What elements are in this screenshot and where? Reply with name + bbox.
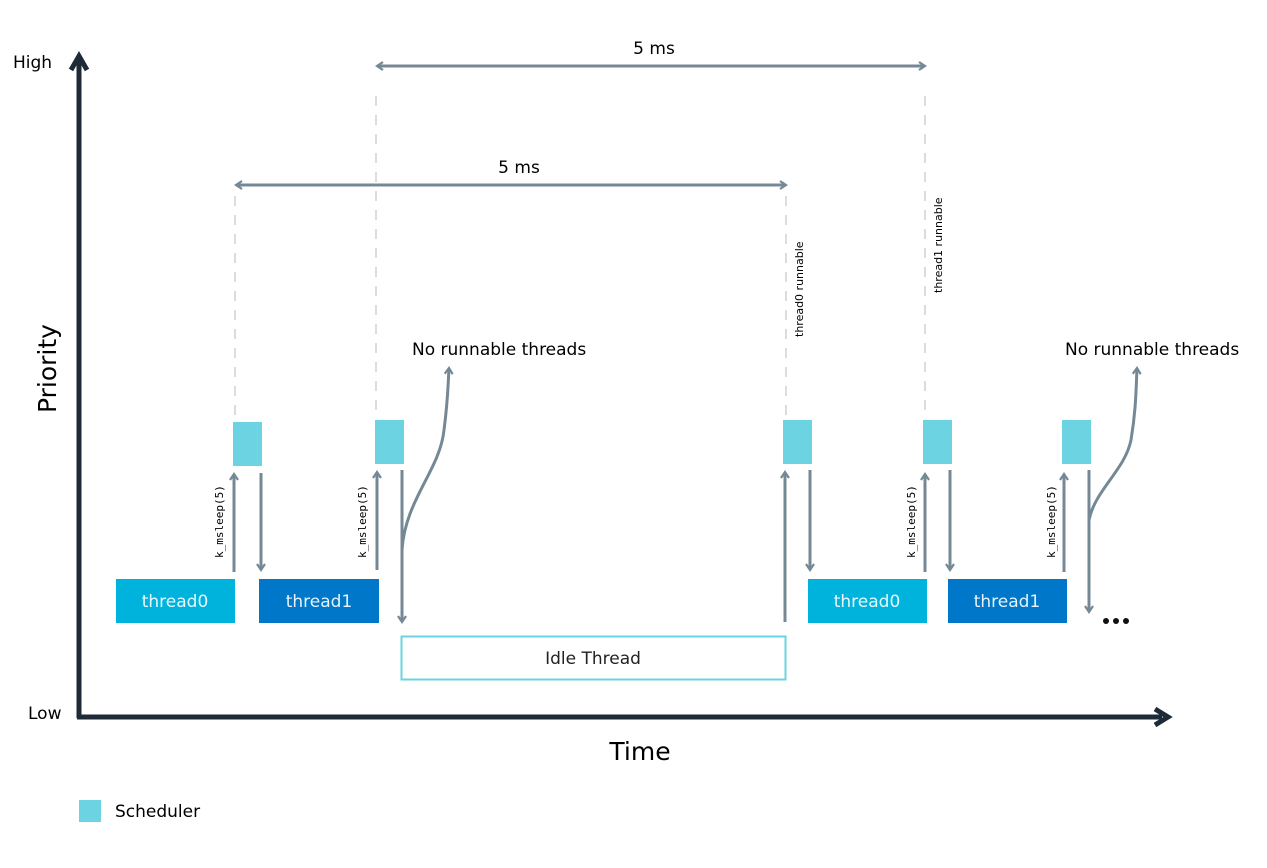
y-low-label: Low	[28, 704, 62, 724]
span-label-top: 5 ms	[633, 39, 675, 59]
ksleep-label: k_msleep(5)	[213, 485, 226, 558]
thread1-runnable-label: thread1 runnable	[932, 197, 945, 293]
thread0-label: thread0	[142, 592, 209, 612]
scheduler-block	[375, 420, 404, 464]
thread0-block	[808, 579, 927, 623]
ksleep-labels: k_msleep(5) k_msleep(5) k_msleep(5) k_ms…	[213, 485, 1058, 558]
thread1-label: thread1	[286, 592, 353, 612]
dashed-guides	[234, 96, 926, 418]
idle-thread-block	[400, 635, 787, 681]
scheduler-blocks	[233, 420, 1091, 466]
thread1-label: thread1	[974, 592, 1041, 612]
no-runnable-label: No runnable threads	[1065, 340, 1239, 360]
thread0-runnable-label: thread0 runnable	[793, 241, 806, 337]
x-axis-arrowhead	[1153, 706, 1173, 728]
thread0-block	[116, 579, 235, 623]
idle-thread-label: Idle Thread	[545, 649, 641, 669]
ksleep-label: k_msleep(5)	[905, 485, 918, 558]
y-high-label: High	[13, 53, 52, 73]
no-runnable-curve	[1087, 366, 1142, 521]
thread1-block	[259, 579, 379, 623]
scheduler-block	[1062, 420, 1091, 464]
y-axis-arrowhead	[68, 50, 90, 72]
thread0-label: thread0	[834, 592, 901, 612]
y-axis-title: Priority	[33, 324, 62, 413]
scheduler-block	[923, 420, 952, 464]
scheduler-block	[783, 420, 812, 464]
thread1-block	[948, 579, 1067, 623]
no-runnable-curve	[400, 366, 454, 551]
ksleep-label: k_msleep(5)	[1045, 485, 1058, 558]
ksleep-label: k_msleep(5)	[356, 485, 369, 558]
span-label-bottom: 5 ms	[498, 158, 540, 178]
legend-scheduler-swatch	[79, 800, 101, 822]
no-runnable-label: No runnable threads	[412, 340, 586, 360]
ellipsis-icon	[1103, 618, 1129, 624]
scheduler-block	[233, 422, 262, 466]
x-axis-title: Time	[608, 737, 670, 766]
legend-scheduler-label: Scheduler	[115, 802, 200, 822]
